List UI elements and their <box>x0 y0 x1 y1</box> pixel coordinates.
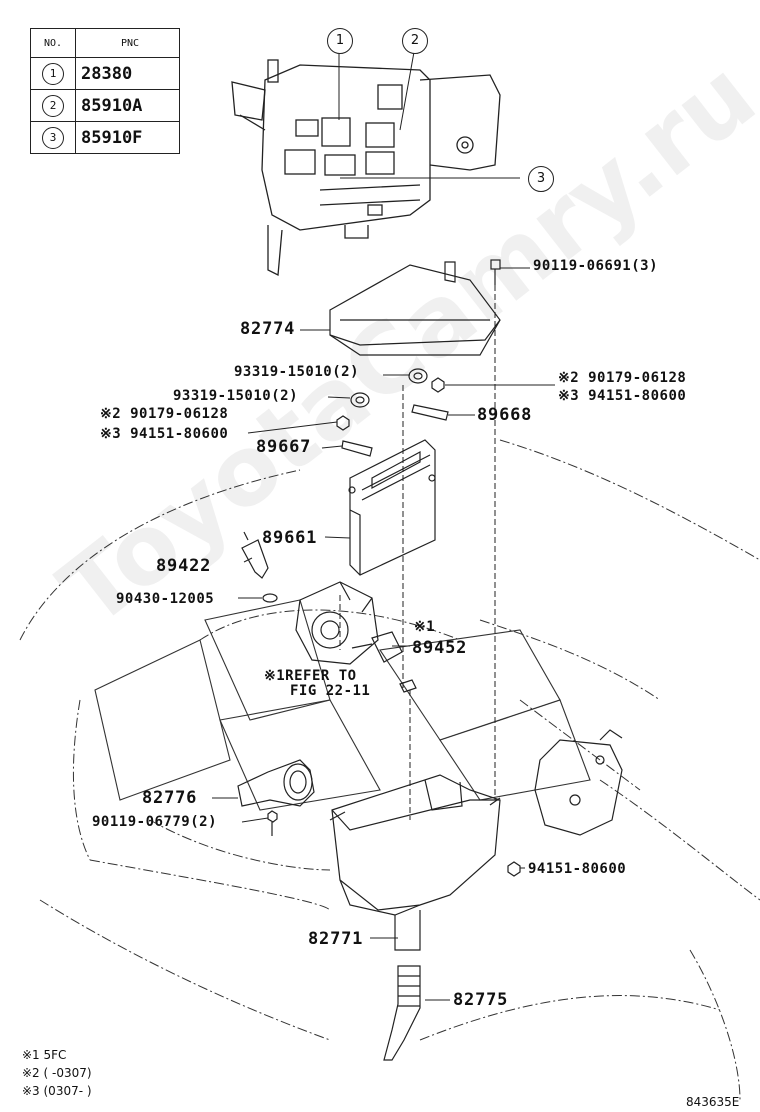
pnc-table: NO. PNC 1 28380 2 85910A 3 85910F <box>30 28 180 154</box>
row-no-cell: 1 <box>30 57 76 90</box>
air-duct <box>237 759 315 807</box>
engine-bay-outline <box>19 439 760 1101</box>
intake-hose <box>383 965 421 1061</box>
bracket-right <box>411 404 449 421</box>
bolt-top <box>490 259 501 285</box>
leader-lines <box>212 267 555 1001</box>
callout-1[interactable]: 1 <box>327 28 353 54</box>
ecu-cover <box>329 261 501 356</box>
label-cover[interactable]: 82774 <box>240 319 296 339</box>
label-nut-l2[interactable]: ※3 94151-80600 <box>100 426 229 442</box>
junction-box <box>231 59 501 277</box>
nut-left <box>336 415 350 431</box>
ecu <box>348 439 436 576</box>
row-pnc-cell[interactable]: 28380 <box>75 57 180 90</box>
pnc-table-header: NO. PNC <box>30 28 180 58</box>
label-case[interactable]: 82771 <box>308 929 364 949</box>
table-row: 2 85910A <box>30 89 180 122</box>
row-number-badge: 1 <box>42 63 64 85</box>
label-bracket-r[interactable]: 89668 <box>477 405 533 425</box>
ecu-case <box>329 774 501 951</box>
label-ecu[interactable]: 89661 <box>262 528 318 548</box>
bolt-low <box>267 810 278 836</box>
label-grommet-a[interactable]: 93319-15010(2) <box>234 364 360 380</box>
label-bolt-low[interactable]: 90119-06779(2) <box>92 814 218 830</box>
row-pnc-cell[interactable]: 85910A <box>75 89 180 122</box>
label-ref-mark: ※1 <box>414 619 436 635</box>
label-gasket[interactable]: 90430-12005 <box>116 591 215 607</box>
temp-sensor <box>241 531 269 579</box>
label-nut-r2[interactable]: ※3 94151-80600 <box>558 388 687 404</box>
gasket <box>262 593 278 603</box>
footnote-1: ※1 5FC <box>22 1048 67 1062</box>
label-bolt-top[interactable]: 90119-06691(3) <box>533 258 659 274</box>
table-row: 1 28380 <box>30 57 180 90</box>
header-no: NO. <box>30 28 76 58</box>
nut-right <box>431 377 445 393</box>
row-number-badge: 3 <box>42 127 64 149</box>
callout-2[interactable]: 2 <box>402 28 428 54</box>
footnote-3: ※3 (0307- ) <box>22 1084 92 1098</box>
table-row: 3 85910F <box>30 121 180 154</box>
label-sensor[interactable]: 89422 <box>156 556 212 576</box>
side-bracket <box>534 729 623 836</box>
label-nut-r1[interactable]: ※2 90179-06128 <box>558 370 687 386</box>
bracket-left <box>341 440 373 457</box>
label-nut-low[interactable]: 94151-80600 <box>528 861 627 877</box>
label-bracket-l[interactable]: 89667 <box>256 437 312 457</box>
throttle-sensor <box>351 631 403 663</box>
assembly-lines <box>339 285 496 820</box>
row-pnc-cell[interactable]: 85910F <box>75 121 180 154</box>
label-refer-1: ※1REFER TO <box>264 668 357 684</box>
callout-leaders <box>338 51 520 179</box>
label-hose[interactable]: 82775 <box>453 990 509 1010</box>
grommet-b <box>350 392 370 408</box>
label-nut-l1[interactable]: ※2 90179-06128 <box>100 406 229 422</box>
label-refer-2[interactable]: FIG 22-11 <box>290 683 371 699</box>
label-duct[interactable]: 82776 <box>142 788 198 808</box>
row-no-cell: 3 <box>30 121 76 154</box>
grommet-a <box>408 368 428 384</box>
row-no-cell: 2 <box>30 89 76 122</box>
engine-block <box>94 599 591 811</box>
header-pnc: PNC <box>75 28 180 58</box>
row-number-badge: 2 <box>42 95 64 117</box>
figure-id: 843635E <box>686 1095 740 1109</box>
throttle-body <box>295 581 379 665</box>
footnote-2: ※2 ( -0307) <box>22 1066 92 1080</box>
label-grommet-b[interactable]: 93319-15010(2) <box>173 388 299 404</box>
label-throttle-sensor[interactable]: 89452 <box>412 638 468 658</box>
nut-low <box>507 861 521 877</box>
callout-3[interactable]: 3 <box>528 166 554 192</box>
vacuum-fitting <box>399 679 417 693</box>
